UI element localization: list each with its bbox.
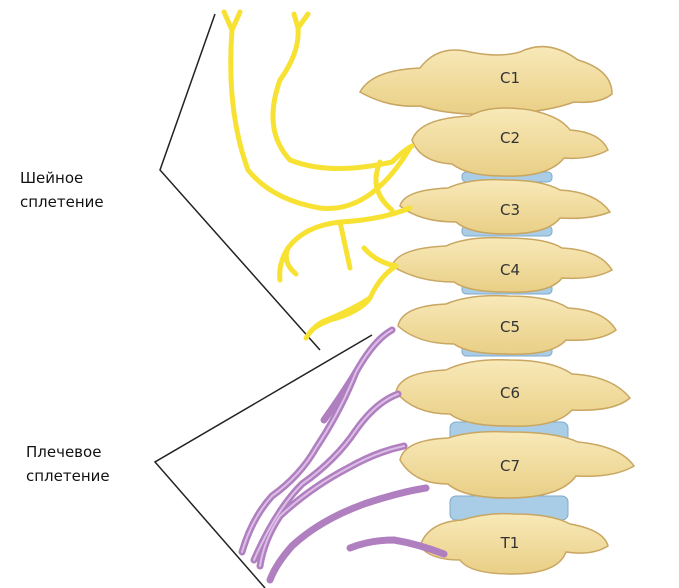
brachial-plexus-label-line1: Плечевое — [26, 440, 110, 464]
cervical-plexus-label-line2: сплетение — [20, 190, 104, 214]
brachial-plexus-label: Плечевое сплетение — [26, 440, 110, 488]
cervical-plexus-nerves — [224, 12, 412, 338]
vertebra-c1-shape — [360, 47, 612, 115]
cervical-plexus-label-line1: Шейное — [20, 166, 104, 190]
vertebra-label-c4: C4 — [500, 261, 520, 279]
vertebra-label-c5: C5 — [500, 318, 520, 336]
vertebra-label-t1: T1 — [500, 534, 520, 552]
brachial-plexus-label-line2: сплетение — [26, 464, 110, 488]
cervical-plexus-leader — [160, 14, 320, 350]
vertebra-label-c2: C2 — [500, 129, 520, 147]
cervical-plexus-label: Шейное сплетение — [20, 166, 104, 214]
vertebra-label-c6: C6 — [500, 384, 520, 402]
vertebra-label-c1: C1 — [500, 69, 520, 87]
vertebra-label-c3: C3 — [500, 201, 520, 219]
vertebra-label-c7: C7 — [500, 457, 520, 475]
